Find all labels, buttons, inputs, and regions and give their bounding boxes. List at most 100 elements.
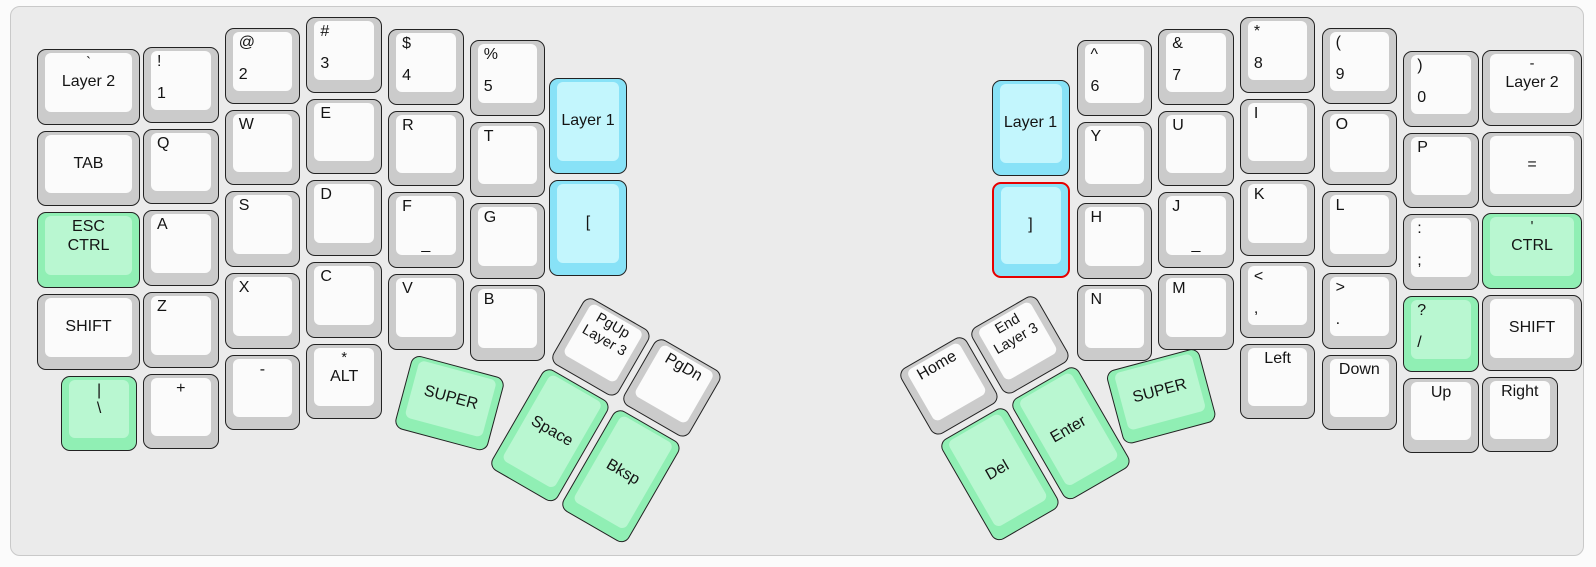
keycap-top: *8 — [1247, 21, 1308, 80]
keycap-top: | \ — [69, 379, 129, 439]
key-p[interactable]: P — [1403, 132, 1479, 209]
key-legend: & — [1172, 35, 1183, 52]
key-b[interactable]: B — [469, 285, 546, 361]
key-esc-ctrl[interactable]: ESC CTRL — [37, 212, 140, 288]
key-g[interactable]: G — [469, 203, 546, 279]
key-k[interactable]: K — [1239, 180, 1316, 256]
key-legend: 7 — [1172, 67, 1182, 84]
key-x[interactable]: X — [224, 273, 301, 349]
key-legend: - — [1529, 56, 1535, 72]
keycap-top: $4 — [396, 33, 456, 92]
key-legend: D — [320, 186, 332, 204]
key-equals[interactable]: = — [1482, 131, 1582, 208]
key-shift-right[interactable]: SHIFT — [1482, 295, 1582, 371]
key-legend: ; — [1417, 252, 1422, 270]
key-y[interactable]: Y — [1076, 121, 1152, 198]
key-rbracket[interactable]: ] — [991, 181, 1070, 278]
key-2[interactable]: @2 — [224, 28, 301, 104]
key-d[interactable]: D — [306, 180, 382, 256]
key-legend: 8 — [1253, 55, 1263, 72]
key-tab[interactable]: TAB — [37, 130, 140, 207]
key-legend: 2 — [238, 66, 248, 83]
keycap-top: Q — [151, 132, 211, 192]
key-6[interactable]: ^6 — [1076, 40, 1152, 116]
key-comma[interactable]: <, — [1239, 262, 1316, 338]
keycap-top: Z — [151, 296, 211, 355]
key-u[interactable]: U — [1158, 110, 1234, 187]
key-legend: SHIFT — [65, 318, 112, 336]
keycap-top: Up — [1411, 381, 1471, 441]
keycap-top: S — [232, 195, 293, 254]
key-layer1-right[interactable]: Layer 1 — [991, 80, 1070, 176]
key-o[interactable]: O — [1321, 109, 1398, 186]
key-c[interactable]: C — [306, 262, 382, 338]
key-shift-left[interactable]: SHIFT — [37, 294, 140, 370]
key-pipe-backslash[interactable]: | \ — [61, 375, 137, 452]
key-star-alt[interactable]: *ALT — [306, 343, 382, 420]
key-8[interactable]: *8 — [1239, 17, 1316, 93]
key-layer2-left[interactable]: ` Layer 2 — [37, 49, 140, 125]
key-legend: * — [1253, 23, 1261, 40]
key-legend: ! — [157, 53, 162, 70]
key-plus[interactable]: + — [143, 373, 219, 450]
keycap-top: Layer 1 — [557, 82, 619, 161]
key-3[interactable]: #3 — [306, 17, 382, 93]
key-legend: Layer 1 — [1003, 114, 1058, 132]
key-9[interactable]: (9 — [1321, 28, 1398, 104]
key-quote-ctrl[interactable]: 'CTRL — [1482, 213, 1582, 289]
key-1[interactable]: !1 — [143, 47, 219, 123]
key-i[interactable]: I — [1239, 98, 1316, 175]
key-arrow-right[interactable]: Right — [1482, 376, 1558, 453]
keycap-top: Left — [1247, 347, 1308, 407]
keycap-top: Y — [1084, 125, 1144, 185]
key-lbracket[interactable]: [ — [549, 179, 627, 276]
keycap-top: TAB — [45, 134, 132, 194]
key-z[interactable]: Z — [143, 292, 219, 368]
keycap-top: J_ — [1166, 196, 1226, 255]
keycap-top: E — [314, 102, 374, 162]
key-legend: ? — [1417, 302, 1427, 320]
key-0[interactable]: )0 — [1403, 51, 1479, 127]
key-layer1-left[interactable]: Layer 1 — [549, 78, 627, 174]
key-arrow-down[interactable]: Down — [1321, 354, 1398, 431]
key-m[interactable]: M — [1158, 274, 1234, 350]
key-j[interactable]: J_ — [1158, 192, 1234, 268]
key-e[interactable]: E — [306, 98, 382, 175]
key-legend: Layer 2 — [61, 73, 116, 91]
key-arrow-left[interactable]: Left — [1239, 343, 1316, 420]
keycap-top: L — [1329, 195, 1390, 254]
key-legend: _ — [421, 235, 431, 253]
keycap-top: G — [477, 207, 538, 266]
key-f[interactable]: F_ — [388, 192, 464, 268]
key-arrow-up[interactable]: Up — [1403, 377, 1479, 454]
key-period[interactable]: >. — [1321, 273, 1398, 349]
key-4[interactable]: $4 — [388, 29, 464, 105]
key-s[interactable]: S — [224, 191, 301, 267]
key-7[interactable]: &7 — [1158, 29, 1234, 105]
key-n[interactable]: N — [1076, 285, 1152, 361]
key-layer2-right[interactable]: -Layer 2 — [1482, 50, 1582, 126]
key-h[interactable]: H — [1076, 203, 1152, 279]
key-t[interactable]: T — [469, 121, 546, 198]
key-l[interactable]: L — [1321, 191, 1398, 267]
key-q[interactable]: Q — [143, 128, 219, 205]
key-r[interactable]: R — [388, 110, 464, 187]
key-semicolon[interactable]: :; — [1403, 214, 1479, 290]
key-minus-left[interactable]: - — [224, 354, 301, 431]
keycap-top: #3 — [314, 21, 374, 80]
keycap-top: :; — [1411, 218, 1471, 277]
key-v[interactable]: V — [388, 274, 464, 350]
key-slash[interactable]: ?/ — [1403, 296, 1479, 372]
key-legend: ESC CTRL — [67, 218, 110, 254]
key-legend: N — [1090, 291, 1103, 309]
key-legend: U — [1172, 116, 1184, 134]
key-w[interactable]: W — [224, 109, 301, 186]
key-legend: ` — [86, 55, 91, 71]
key-a[interactable]: A — [143, 210, 219, 286]
key-legend: Layer 1 — [561, 112, 615, 130]
key-legend: Q — [157, 134, 170, 152]
keycap-top: T — [477, 125, 538, 185]
key-legend: Z — [157, 298, 167, 316]
key-5[interactable]: %5 — [469, 40, 546, 116]
